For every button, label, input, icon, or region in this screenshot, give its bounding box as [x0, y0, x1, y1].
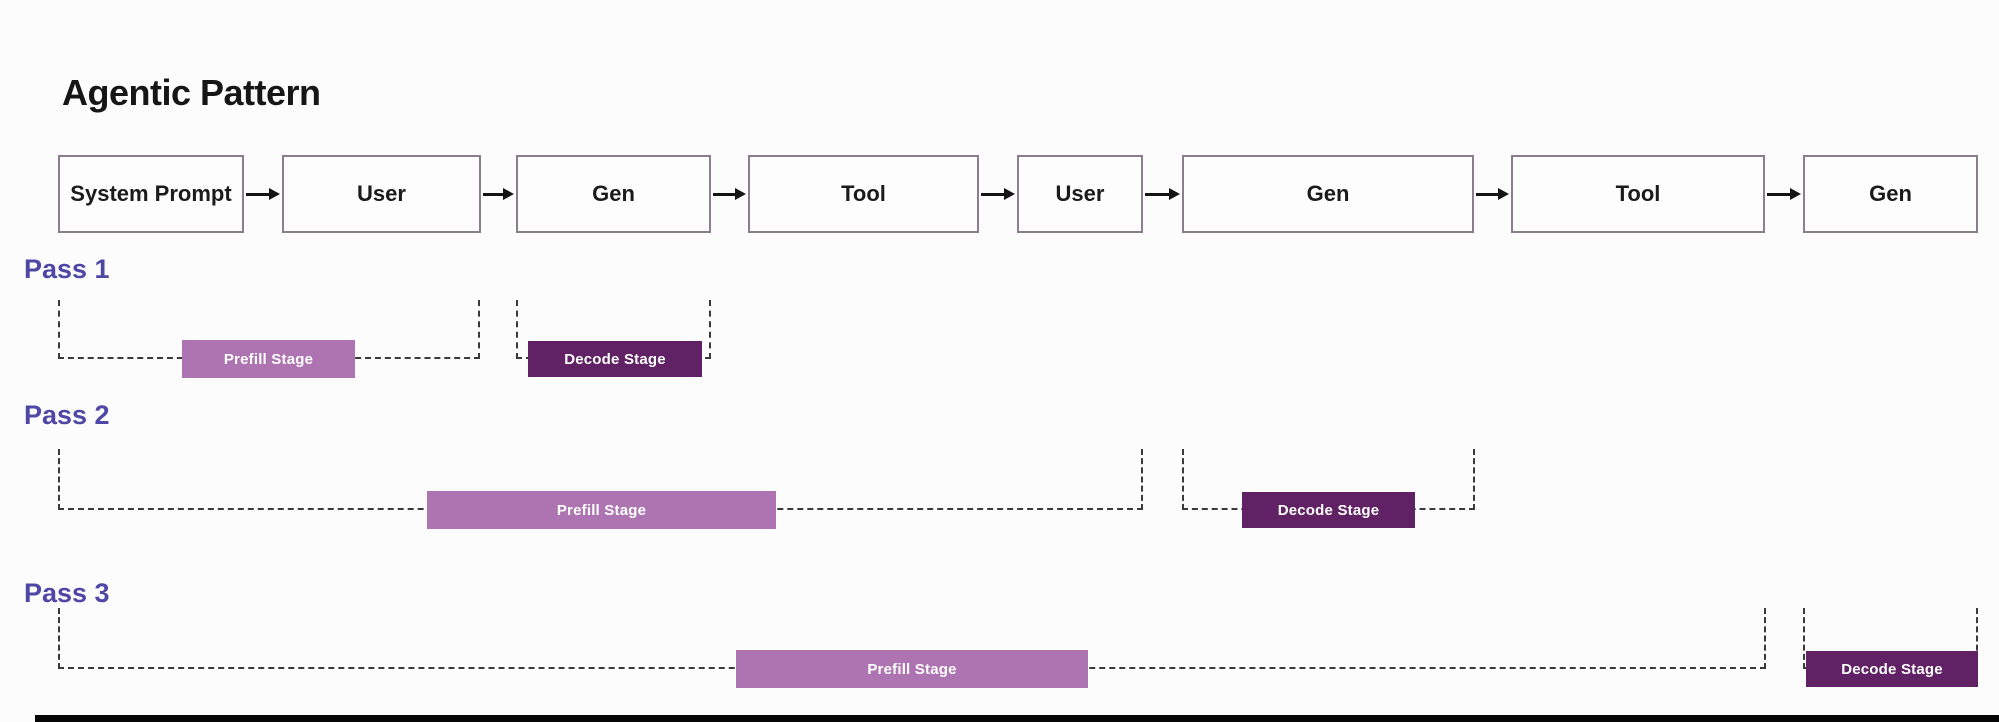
flow-node-gen-2: Gen [1182, 155, 1474, 233]
flow-node-label: System Prompt [70, 181, 232, 206]
stage-label: Prefill Stage [867, 660, 957, 678]
flow-node-label: Gen [1869, 181, 1912, 206]
pass2-label: Pass 2 [24, 400, 110, 430]
pass1-label: Pass 1 [24, 254, 110, 284]
stage-label: Prefill Stage [556, 501, 647, 519]
stage-label: Decode Stage [1841, 660, 1943, 678]
pass3-label: Pass 3 [24, 578, 110, 608]
pass1-decode-bar: Decode Stage [528, 341, 702, 377]
pass1-prefill-bar: Prefill Stage [182, 340, 355, 378]
pass3-prefill-bar: Prefill Stage [736, 650, 1088, 688]
flow-node-label: User [357, 181, 406, 206]
flow-node-label: Gen [592, 181, 635, 206]
stage-label: Decode Stage [564, 350, 666, 368]
pass2-decode-bar: Decode Stage [1242, 492, 1415, 528]
flow-arrow-icon [246, 188, 280, 200]
stage-label: Decode Stage [1277, 501, 1380, 519]
pass2-prefill-bar: Prefill Stage [427, 491, 776, 529]
flow-node-label: Gen [1306, 181, 1350, 206]
flow-node-label: Tool [1615, 181, 1661, 206]
flow-node-gen-1: Gen [516, 155, 711, 233]
flow-node-tool-2: Tool [1511, 155, 1765, 233]
bottom-divider [35, 715, 1999, 722]
flow-node-label: User [1055, 181, 1105, 206]
flow-node-label: Tool [841, 181, 886, 206]
flow-arrow-icon [713, 188, 746, 200]
flow-node-tool-1: Tool [748, 155, 979, 233]
flow-node-system-prompt: System Prompt [58, 155, 244, 233]
stage-label: Prefill Stage [223, 350, 314, 368]
flow-node-user-1: User [282, 155, 481, 233]
flow-arrow-icon [1476, 188, 1509, 200]
flow-arrow-icon [981, 188, 1015, 200]
flow-node-gen-3: Gen [1803, 155, 1978, 233]
page-title: Agentic Pattern [62, 72, 321, 113]
flow-arrow-icon [483, 188, 514, 200]
flow-arrow-icon [1145, 188, 1180, 200]
flow-arrow-icon [1767, 188, 1801, 200]
pass3-decode-bar: Decode Stage [1806, 651, 1978, 687]
flow-node-user-2: User [1017, 155, 1143, 233]
